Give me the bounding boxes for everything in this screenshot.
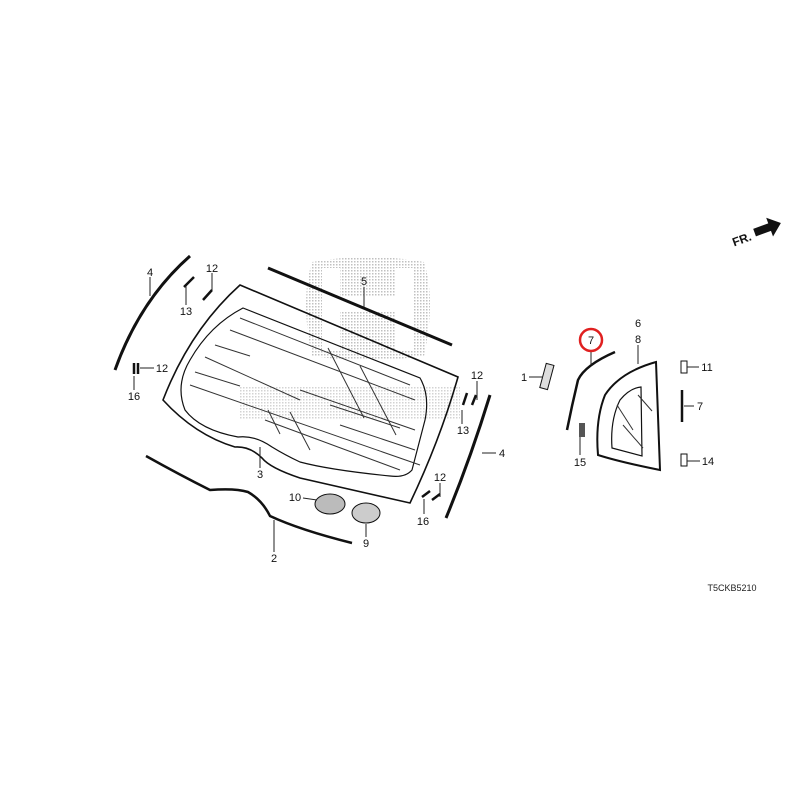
quarter-glass[interactable] <box>596 360 662 472</box>
callout-2[interactable]: 2 <box>271 553 277 565</box>
diagram-code: T5CKB5210 <box>707 583 756 593</box>
callout-14[interactable]: 14 <box>702 456 714 468</box>
callout-15[interactable]: 15 <box>574 457 586 469</box>
emblem-10[interactable] <box>314 493 346 515</box>
callout-16[interactable]: 16 <box>128 391 140 403</box>
part-14-clip[interactable] <box>680 453 688 467</box>
callout-1[interactable]: 1 <box>521 372 527 384</box>
lower-dam-rubber-2[interactable] <box>145 454 353 545</box>
callout-13[interactable]: 13 <box>180 306 192 318</box>
callout-16[interactable]: 16 <box>417 516 429 528</box>
callout-7-highlighted[interactable]: 7 <box>588 335 594 347</box>
rear-windshield-glass[interactable] <box>162 284 459 504</box>
callout-11[interactable]: 11 <box>701 362 712 374</box>
callout-labels: 4 12 13 5 12 16 3 12 13 4 12 16 10 9 2 1… <box>128 263 714 565</box>
callout-7[interactable]: 7 <box>697 401 703 413</box>
part-15-clip[interactable] <box>579 423 585 437</box>
side-molding-4-left[interactable] <box>113 254 191 371</box>
callout-13[interactable]: 13 <box>457 425 469 437</box>
callout-12[interactable]: 12 <box>206 263 218 275</box>
callout-4[interactable]: 4 <box>147 267 153 279</box>
callout-5[interactable]: 5 <box>361 276 367 288</box>
callout-12[interactable]: 12 <box>471 370 483 382</box>
clips <box>132 276 478 501</box>
leader-lines <box>133 273 700 552</box>
front-label: FR. <box>730 229 753 249</box>
part-1-bracket[interactable] <box>539 362 555 391</box>
callout-12[interactable]: 12 <box>434 472 446 484</box>
callout-12[interactable]: 12 <box>156 363 168 375</box>
front-direction-indicator: FR. <box>730 217 781 249</box>
quarter-molding-7[interactable] <box>565 350 616 431</box>
honda-watermark-logo <box>240 257 460 420</box>
arrow-right-icon <box>753 217 781 237</box>
callout-8[interactable]: 8 <box>635 334 641 346</box>
side-molding-4-right[interactable] <box>444 394 492 519</box>
upper-molding-5[interactable] <box>267 266 453 347</box>
part-11-clip[interactable] <box>680 360 688 374</box>
emblem-9[interactable] <box>351 502 381 524</box>
highlight-ring <box>578 327 604 353</box>
callout-3[interactable]: 3 <box>257 469 263 481</box>
callout-4[interactable]: 4 <box>499 448 505 460</box>
callout-6[interactable]: 6 <box>635 318 641 330</box>
callout-10[interactable]: 10 <box>289 492 301 504</box>
callout-9[interactable]: 9 <box>363 538 369 550</box>
